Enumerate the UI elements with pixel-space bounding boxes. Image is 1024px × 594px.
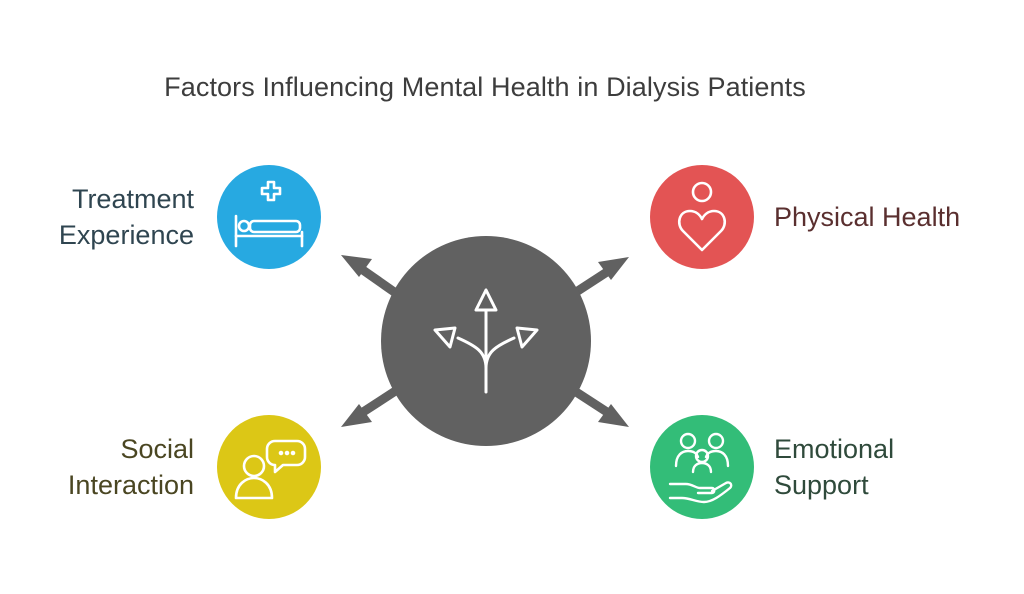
factor-circle-treatment bbox=[217, 165, 321, 269]
factor-label-line: Interaction bbox=[67, 470, 194, 500]
factor-label-line: Social bbox=[120, 434, 194, 464]
factor-emotional bbox=[650, 415, 754, 519]
factor-circle-emotional bbox=[650, 415, 754, 519]
factor-label-social: Social Interaction bbox=[68, 431, 194, 503]
factor-social bbox=[217, 415, 321, 519]
diverging-arrows-icon bbox=[433, 288, 539, 394]
factor-label-line: Physical Health bbox=[774, 202, 961, 232]
factor-label-line: Experience bbox=[58, 220, 194, 250]
factor-physical bbox=[650, 165, 754, 269]
arrow-physical bbox=[567, 257, 629, 300]
factor-label-physical: Physical Health bbox=[774, 199, 960, 235]
person-speech-bubble-icon bbox=[234, 439, 307, 500]
factor-label-emotional: Emotional Support bbox=[774, 431, 894, 503]
factor-label-line: Emotional bbox=[774, 434, 895, 464]
family-in-hand-icon bbox=[668, 432, 733, 504]
factor-label-treatment: Treatment Experience bbox=[59, 181, 194, 253]
factor-treatment bbox=[217, 165, 321, 269]
arrow-emotional bbox=[567, 384, 629, 427]
factor-label-line: Treatment bbox=[71, 184, 194, 214]
person-heart-icon bbox=[677, 181, 727, 252]
factor-circle-social bbox=[217, 415, 321, 519]
center-hub bbox=[381, 236, 591, 446]
factor-label-line: Support bbox=[774, 470, 869, 500]
arrow-social bbox=[341, 384, 403, 427]
hospital-bed-cross-icon bbox=[234, 180, 304, 248]
diagram-title: Factors Influencing Mental Health in Dia… bbox=[164, 72, 806, 102]
arrow-treatment bbox=[341, 255, 403, 300]
